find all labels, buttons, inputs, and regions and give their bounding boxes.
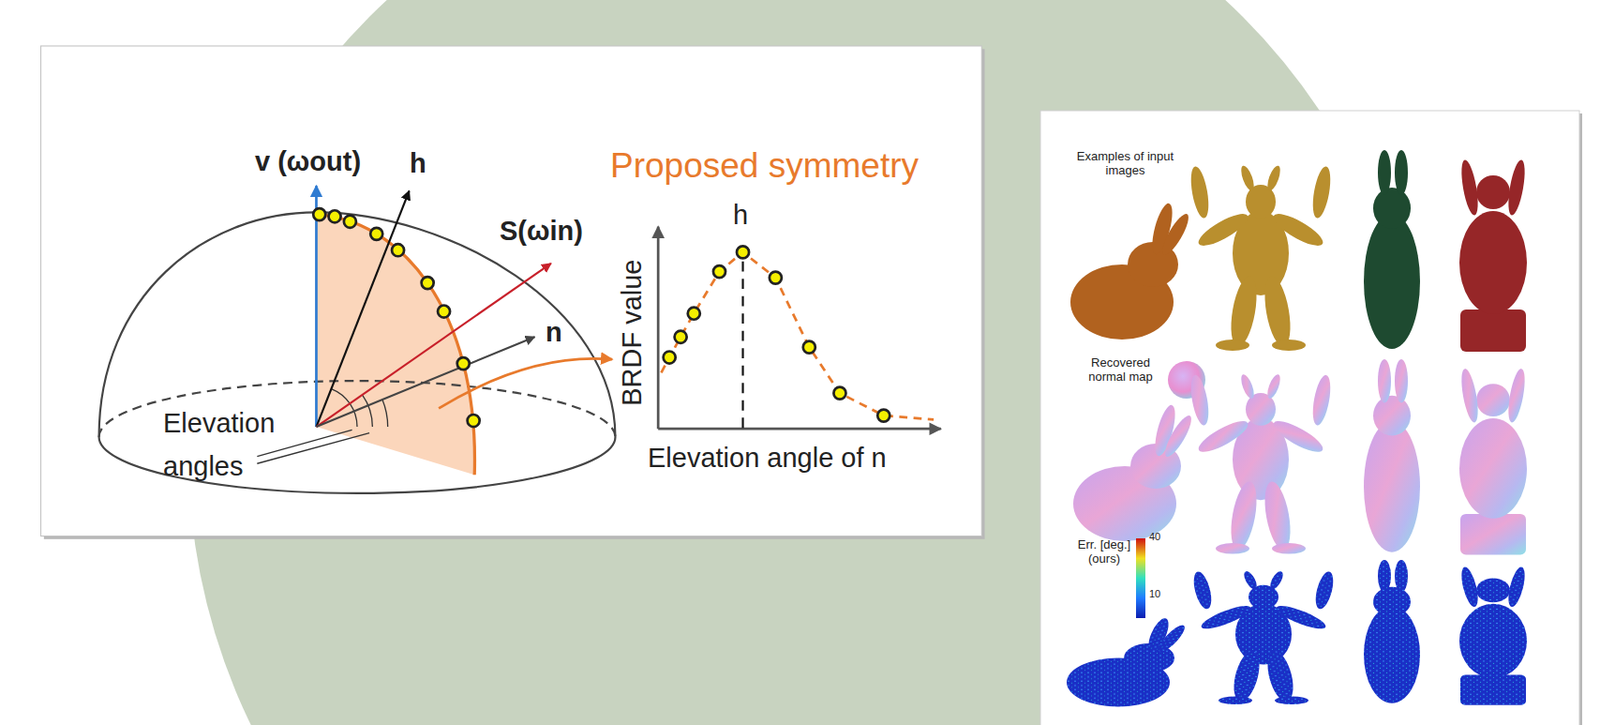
tick-label: 40 — [1149, 530, 1161, 543]
curve-dots-part — [736, 245, 749, 258]
curve-dots — [663, 245, 891, 421]
buddha-render — [1458, 158, 1528, 352]
orange-plane — [315, 214, 475, 476]
axis-label: Elevation angle of n — [647, 442, 887, 474]
armadillo-normal-map — [1187, 373, 1333, 554]
vector-label: S(ωin) — [499, 215, 584, 247]
left-panel — [41, 45, 983, 537]
orange-arrow — [438, 358, 613, 408]
armadillo-error-map — [1190, 569, 1336, 704]
right-figure — [1040, 110, 1583, 725]
bunny-error-map — [1066, 616, 1190, 707]
sample-dots-part — [370, 227, 383, 240]
rabbit-error-map — [1363, 559, 1421, 703]
sample-dots-part — [328, 209, 342, 223]
view-vector — [314, 185, 318, 427]
sample-dots-part — [421, 276, 434, 289]
sample-dots-part — [343, 215, 357, 228]
sample-dots — [313, 208, 479, 427]
curve-dots-part — [769, 271, 782, 285]
vector-label: n — [545, 316, 563, 348]
left-figure — [41, 45, 986, 539]
vector-label: h — [409, 148, 427, 180]
buddha-normal-map — [1458, 367, 1528, 555]
curve-dots-part — [833, 387, 846, 400]
curve-dots-part — [674, 330, 688, 344]
armadillo-render — [1187, 164, 1333, 351]
row-label: Recovered normal map — [1071, 356, 1170, 385]
error-colorbar — [1136, 538, 1146, 618]
sample-dots-part — [437, 305, 450, 318]
curve-dots-part — [713, 265, 726, 278]
angle-arc — [382, 399, 389, 427]
normal-vector — [315, 336, 535, 427]
orange-arc — [315, 214, 475, 476]
angle-arc — [361, 394, 373, 427]
brdf-curve — [660, 252, 934, 420]
angle-label: Elevation angles — [163, 401, 295, 488]
row-label: Err. [deg.] (ours) — [1074, 538, 1135, 567]
light-vector — [315, 263, 551, 427]
curve-dots-part — [803, 341, 816, 354]
row-label: Examples of input images — [1076, 149, 1175, 179]
bunny-render — [1070, 201, 1194, 340]
peak-line — [741, 261, 744, 430]
x-axis — [657, 427, 942, 431]
plot-title: Proposed symmetry — [610, 146, 919, 187]
axis-label: BRDF value — [616, 258, 648, 405]
peak-label: h — [732, 199, 748, 231]
sample-dots-part — [313, 208, 326, 221]
rabbit-render — [1363, 149, 1421, 349]
half-vector — [315, 191, 409, 427]
tick-label: 10 — [1149, 587, 1161, 600]
curve-dots-part — [663, 350, 676, 363]
bunny-normal-map — [1073, 403, 1197, 541]
sample-dots-part — [457, 357, 470, 370]
right-panel — [1040, 110, 1580, 725]
y-axis — [657, 226, 660, 430]
curve-dots-part — [687, 307, 701, 320]
buddha-error-map — [1458, 566, 1528, 705]
curve-dots-part — [877, 409, 890, 422]
vector-label: v (ωout) — [254, 146, 361, 178]
sample-dots-part — [467, 414, 480, 427]
rabbit-normal-map — [1363, 358, 1421, 553]
sample-dots-part — [391, 243, 404, 256]
